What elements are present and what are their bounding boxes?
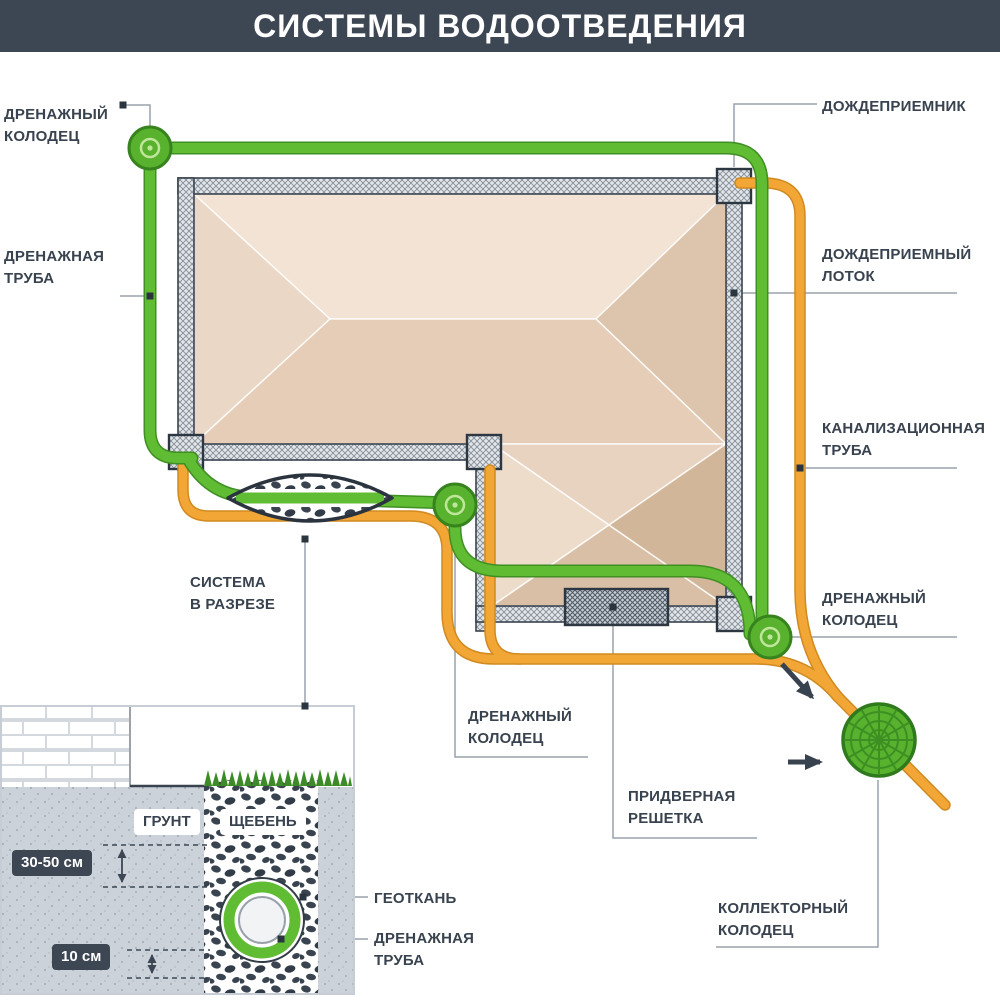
drain-well-middle-icon [432, 482, 478, 528]
label-door-grate: ПРИДВЕРНАЯ РЕШЕТКА [628, 788, 736, 827]
label-sewer-pipe: КАНАЛИЗАЦИОННАЯ ТРУБА [822, 420, 986, 459]
gutter-right [725, 177, 743, 632]
sewer-pipe-middle [485, 465, 525, 664]
depth-badge: 30-50 см [12, 850, 92, 876]
leader-drain-well-top-left [123, 104, 151, 126]
brick-wall [2, 707, 130, 787]
rain-inlet-box-top-right [715, 167, 753, 205]
sewer-pipe-left [178, 461, 843, 702]
label-drain-well-bottom: ДРЕНАЖНЫЙ КОЛОДЕЦ [468, 708, 573, 747]
label-drain-well-top-left: ДРЕНАЖНЫЙ КОЛОДЕЦ [4, 106, 109, 145]
label-drain-well-right: ДРЕНАЖНЫЙ КОЛОДЕЦ [822, 590, 927, 629]
drain-well-right-icon [747, 614, 793, 660]
collector-well-icon [841, 702, 917, 778]
grass [204, 769, 352, 786]
gravel-badge: ЩЕБЕНЬ [220, 809, 306, 835]
soil-badge: ГРУНТ [134, 809, 200, 835]
flow-arrows [780, 662, 823, 770]
drain-pipe-to-right-well [450, 523, 755, 639]
header-bar: СИСТЕМЫ ВОДООТВЕДЕНИЯ [0, 0, 1000, 52]
leader-door-grate [612, 607, 757, 839]
sewer-pipe-main [735, 178, 950, 810]
drain-well-top-left-icon [127, 125, 173, 171]
depth-measurement [103, 844, 207, 888]
gutter-top [177, 177, 743, 195]
bottom-depth-badge: 10 см [52, 944, 111, 970]
label-rain-inlet: ДОЖДЕПРИЕМНИК [822, 98, 966, 115]
label-section-pipe: ДРЕНАЖНАЯ ТРУБА [374, 930, 475, 969]
label-geotextile: ГЕОТКАНЬ [374, 890, 457, 907]
label-rain-tray: ДОЖДЕПРИЕМНЫЙ ЛОТОК [822, 246, 972, 285]
section-lens-icon [226, 473, 394, 523]
label-section-view: СИСТЕМА В РАЗРЕЗЕ [190, 574, 276, 613]
label-collector-well: КОЛЛЕКТОРНЫЙ КОЛОДЕЦ [718, 900, 849, 939]
connection-dots [119, 101, 804, 943]
leader-collector-well [716, 780, 879, 948]
leader-drain-well-bottom [454, 535, 588, 758]
label-drain-pipe: ДРЕНАЖНАЯ ТРУБА [4, 248, 105, 287]
rain-inlet-box-middle [465, 433, 503, 471]
bottom-measurement [127, 949, 210, 979]
flow-arrow-diagonal [780, 662, 815, 700]
sewer-pipes [177, 177, 951, 811]
page-title: СИСТЕМЫ ВОДООТВЕДЕНИЯ [253, 7, 747, 44]
pipe-cross-section-icon [219, 877, 305, 963]
gutter-left [177, 177, 195, 471]
drain-pipe-left-loop [145, 165, 197, 463]
gutter-bottom-main [177, 443, 502, 461]
